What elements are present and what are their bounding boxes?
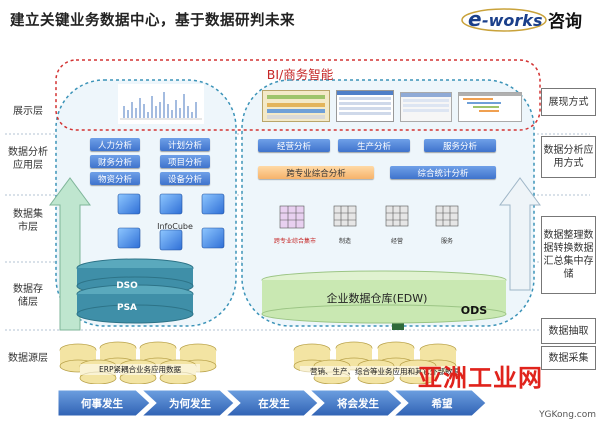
btn-project-analysis[interactable]: 项目分析 xyxy=(160,155,210,168)
btn-hr-analysis[interactable]: 人力分析 xyxy=(90,138,140,151)
bi-dashboard-thumbnail-3 xyxy=(400,92,452,122)
right-box-collection: 数据采集 xyxy=(541,346,596,370)
right-box-extraction: 数据抽取 xyxy=(541,318,596,344)
ods-label: ODS xyxy=(460,304,488,317)
svg-text:-works: -works xyxy=(482,11,542,30)
phase-happening: 在发生 xyxy=(258,397,290,410)
phase-hope: 希望 xyxy=(431,397,453,410)
phase-arrows xyxy=(58,389,487,417)
right-box-data-processing: 数据整理数据转换数据汇总集中存储 xyxy=(541,216,596,294)
infocube-label: InfoCube xyxy=(157,222,193,231)
source-left-label: ERP紧耦合业务应用数据 xyxy=(80,364,200,375)
page-title: 建立关键业务数据中心，基于数据研判未来 xyxy=(10,13,295,29)
btn-cross-analysis[interactable]: 跨专业综合分析 xyxy=(258,166,374,179)
layer-data-mart: 数据集市层 xyxy=(13,209,43,233)
eworks-logo: e -works 咨询 xyxy=(460,2,596,36)
bi-dashboard-thumbnail-4 xyxy=(458,92,522,122)
layer-analysis-app: 数据分析应用层 xyxy=(8,147,48,171)
layer-display: 展示层 xyxy=(13,106,43,117)
right-box-analysis-mode: 数据分析应用方式 xyxy=(541,136,596,178)
svg-text:e: e xyxy=(468,7,482,31)
erp-source-disks xyxy=(59,341,217,384)
btn-material-analysis[interactable]: 物资分析 xyxy=(90,172,140,185)
btn-stats-analysis[interactable]: 综合统计分析 xyxy=(390,166,496,179)
mart-label-service: 服务 xyxy=(440,238,453,245)
btn-equipment-analysis[interactable]: 设备分析 xyxy=(160,172,210,185)
dso-psa-storage xyxy=(76,258,194,324)
bi-dashboard-thumbnail-1 xyxy=(262,90,330,122)
edw-label: 企业数据仓库(EDW) xyxy=(326,292,428,305)
dso-label: DSO xyxy=(116,281,138,291)
btn-service-analysis[interactable]: 服务分析 xyxy=(424,139,496,152)
infocube-cluster xyxy=(117,193,225,251)
watermark-text: 亚洲工业网 xyxy=(418,364,543,392)
bi-dashboard-thumbnail-2 xyxy=(336,90,394,122)
layer-storage: 数据存储层 xyxy=(13,284,43,308)
mart-label-operation: 经营 xyxy=(390,238,403,245)
edw-cylinder xyxy=(261,270,507,324)
phase-what-happened: 何事发生 xyxy=(81,397,123,410)
btn-plan-analysis[interactable]: 计划分析 xyxy=(160,138,210,151)
btn-finance-analysis[interactable]: 财务分析 xyxy=(90,155,140,168)
right-box-presentation: 展现方式 xyxy=(541,88,596,116)
bi-title: BI/商务智能 xyxy=(266,67,334,82)
mart-label-manufacturing: 制造 xyxy=(338,238,351,245)
bi-line-chart-thumbnail xyxy=(118,84,204,124)
btn-production-analysis[interactable]: 生产分析 xyxy=(338,139,410,152)
mart-label-cross: 跨专业综合集市 xyxy=(273,238,316,245)
svg-text:咨询: 咨询 xyxy=(548,11,582,32)
psa-label: PSA xyxy=(116,303,138,313)
watermark-url: YGKong.com xyxy=(539,410,596,420)
data-mart-cubes xyxy=(279,205,459,229)
layer-source: 数据源层 xyxy=(8,353,48,364)
source-right-label: 营销、生产、综合等业务应用和其它外部数据 xyxy=(300,366,470,377)
phase-why-happened: 为何发生 xyxy=(169,397,211,410)
phase-will-happen: 将会发生 xyxy=(337,397,379,410)
btn-operation-analysis[interactable]: 经营分析 xyxy=(258,139,330,152)
